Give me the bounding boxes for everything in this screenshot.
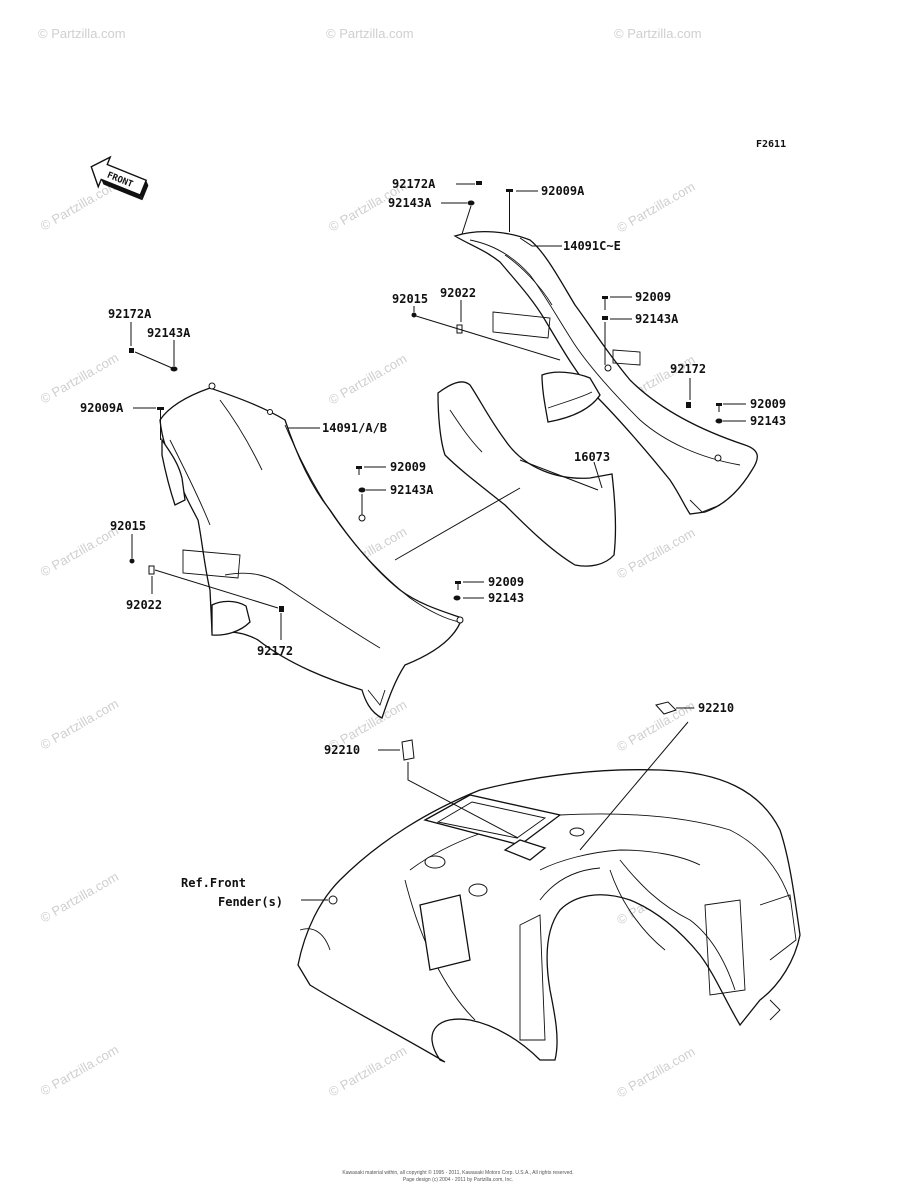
watermark: © Partzilla.com [38, 1042, 121, 1099]
watermark: © Partzilla.com [38, 350, 121, 407]
leader-lines [130, 183, 746, 901]
label-92009: 92009 [750, 397, 786, 411]
washer-icon-92143A-right-b [602, 316, 608, 320]
label-92009A: 92009A [80, 401, 124, 415]
washer-icon-92022-left [148, 565, 155, 575]
label-14091-A-B: 14091/A/B [322, 421, 387, 435]
front-fender [297, 769, 801, 1063]
bolt-icon-92009A-right [506, 189, 513, 232]
label-92143: 92143 [750, 414, 786, 428]
bolt-icon-92009-left-a [356, 466, 362, 475]
label-92022: 92022 [440, 286, 476, 300]
label-16073: 16073 [574, 450, 610, 464]
label-92009A: 92009A [541, 184, 585, 198]
label-92143A: 92143A [147, 326, 191, 340]
watermark: © Partzilla.com [326, 1043, 409, 1100]
fastener-icons [129, 181, 723, 761]
figure-code: F2611 [756, 139, 786, 150]
label-92210: 92210 [324, 743, 360, 757]
label-92143A: 92143A [635, 312, 679, 326]
label-92009: 92009 [390, 460, 426, 474]
center-panel-16073 [437, 381, 617, 567]
label-92172A: 92172A [108, 307, 152, 321]
watermark: © Partzilla.com [38, 26, 126, 41]
bolt-icon-92009-right-a [602, 296, 608, 310]
bolt-icon-92009-right-b [716, 403, 722, 412]
watermark: © Partzilla.com [614, 525, 697, 582]
watermark: © Partzilla.com [326, 26, 414, 41]
nut-icon-92210-right [655, 701, 677, 715]
label-92143A: 92143A [388, 196, 432, 210]
copyright-line-2: Page design (c) 2004 - 2011 by Partzilla… [403, 1177, 513, 1183]
label-92022: 92022 [126, 598, 162, 612]
watermark: © Partzilla.com [38, 696, 121, 753]
part-labels: 92172A 92143A 92009A 14091C~E 92015 9202… [80, 177, 786, 909]
label-92009: 92009 [635, 290, 671, 304]
washer-icon-92143A-left [170, 366, 178, 372]
washer-icon-92143-left [453, 595, 461, 601]
clip-icon-92172A-right [476, 181, 482, 185]
label-fender-s: Fender(s) [218, 895, 283, 909]
label-92172: 92172 [257, 644, 293, 658]
screw-icon-92015-right [411, 312, 417, 318]
label-92015: 92015 [392, 292, 428, 306]
watermark: © Partzilla.com [38, 523, 121, 580]
bolt-icon-92009A-left [157, 407, 164, 440]
right-side-cover [453, 231, 758, 515]
left-side-cover [159, 382, 464, 719]
bolt-icon-92009-left-b [455, 581, 461, 590]
label-92172: 92172 [670, 362, 706, 376]
screw-icon-92015-left [129, 558, 135, 564]
front-arrow-icon: FRONT [90, 155, 149, 201]
label-92009: 92009 [488, 575, 524, 589]
clip-icon-92172A-left [129, 348, 134, 353]
label-14091C-E: 14091C~E [563, 239, 621, 253]
label-92210: 92210 [698, 701, 734, 715]
copyright-footer: Kawasaki material within, all copyright … [342, 1169, 573, 1183]
label-92015: 92015 [110, 519, 146, 533]
watermark: © Partzilla.com [614, 26, 702, 41]
label-92143: 92143 [488, 591, 524, 605]
copyright-line-1: Kawasaki material within, all copyright … [342, 1169, 573, 1176]
watermark: © Partzilla.com [614, 179, 697, 236]
washer-icon-92143A-right [467, 200, 475, 206]
watermark: © Partzilla.com [38, 869, 121, 926]
nut-icon-92210-left [401, 739, 415, 761]
clip-icon-92172-right [686, 402, 691, 408]
clip-icon-92172-left [279, 606, 284, 612]
label-92143A: 92143A [390, 483, 434, 497]
washer-icon-92143A-left-b [358, 487, 366, 493]
watermark: © Partzilla.com [614, 1044, 697, 1101]
watermark: © Partzilla.com [326, 351, 409, 408]
label-92172A: 92172A [392, 177, 436, 191]
washer-icon-92143-right [715, 418, 723, 424]
label-ref-front: Ref.Front [181, 876, 246, 890]
